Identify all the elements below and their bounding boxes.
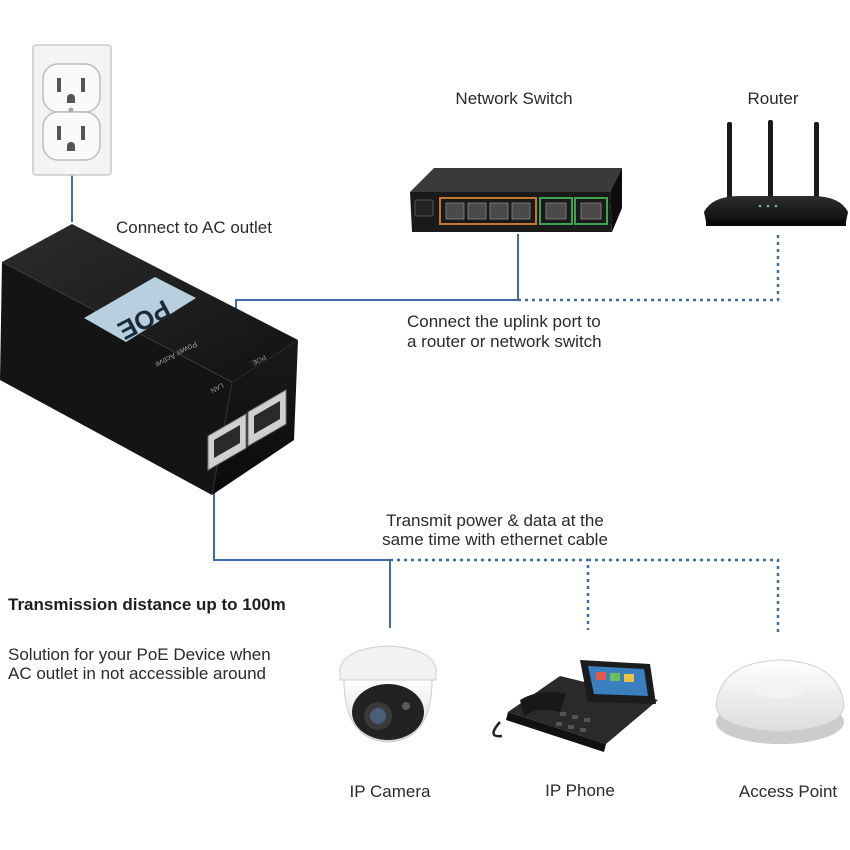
solution-text-line2: AC outlet in not accessible around (8, 664, 266, 683)
network-switch-label: Network Switch (455, 89, 573, 108)
router-label: Router (747, 89, 799, 108)
network-switch (410, 168, 622, 232)
ip-camera-label: IP Camera (349, 782, 431, 801)
distance-heading: Transmission distance up to 100m (8, 595, 286, 614)
rj45-port-lan (207, 413, 247, 471)
access-point (715, 659, 845, 744)
ip-phone-label: IP Phone (545, 781, 615, 800)
transmit-caption-line1: Transmit power & data at the (386, 511, 604, 530)
poe-injector: POE Power Active POE LAN (0, 224, 298, 496)
solution-text-line1: Solution for your PoE Device when (8, 645, 271, 664)
wall-outlet (32, 44, 112, 176)
cable-access-point-link (588, 558, 780, 632)
transmit-caption-line2: same time with ethernet cable (382, 530, 608, 549)
uplink-caption-line2: a router or network switch (407, 332, 602, 351)
cable-injector-to-camera (213, 480, 391, 628)
router (704, 120, 848, 226)
ip-phone (492, 660, 658, 752)
access-point-label: Access Point (738, 782, 838, 801)
logo-panel (84, 277, 196, 342)
rj45-port-poe (247, 389, 287, 447)
ip-camera (339, 645, 437, 743)
cable-router-link (518, 232, 780, 302)
cable-phone-link (390, 558, 590, 630)
ac-outlet-caption: Connect to AC outlet (116, 218, 272, 237)
uplink-caption-line1: Connect the uplink port to (407, 312, 601, 331)
